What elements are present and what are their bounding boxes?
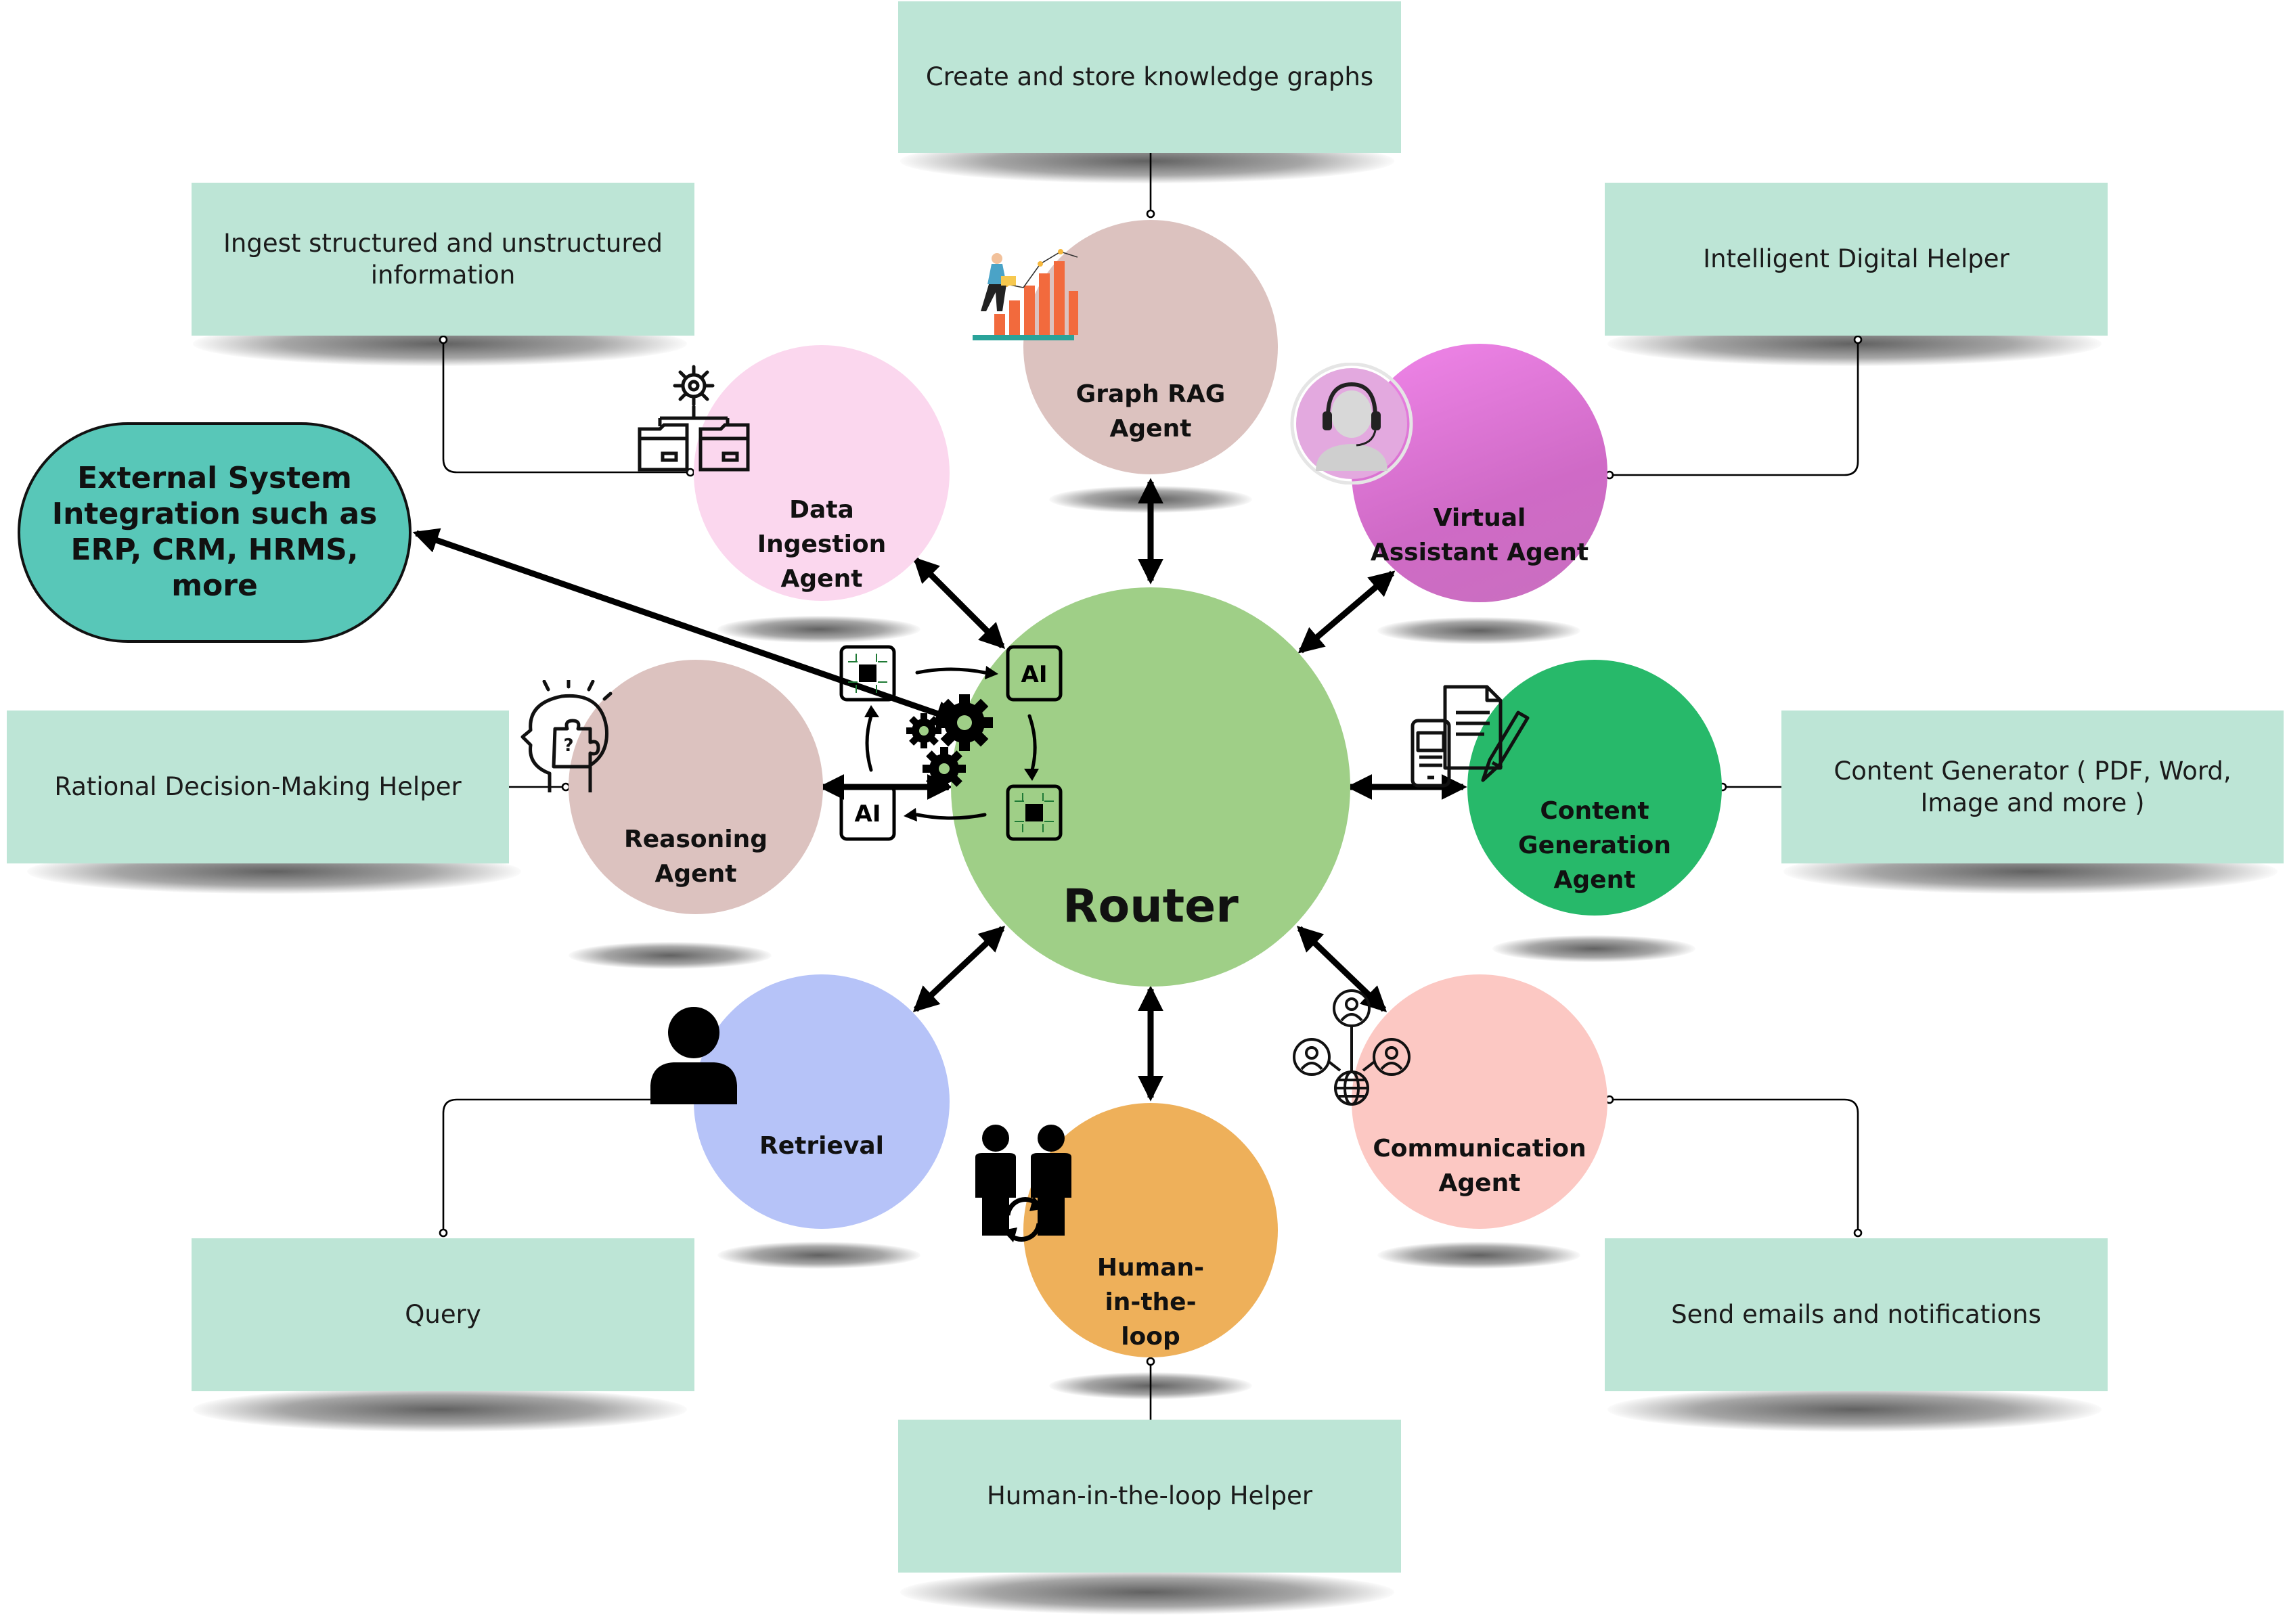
box-reasoning: Rational Decision-Making Helper bbox=[7, 710, 509, 863]
bar-chart-person-icon bbox=[973, 249, 1078, 340]
virtual-assistant-agent-label: Virtual Assistant Agent bbox=[1370, 504, 1589, 567]
box-virtual-assistant: Intelligent Digital Helper bbox=[1605, 183, 2108, 336]
box-shadow bbox=[1607, 1387, 2102, 1432]
retrieval-agent-label: Retrieval bbox=[759, 1132, 884, 1160]
graph-rag-agent-label: Graph RAG Agent bbox=[1075, 380, 1226, 443]
two-people-cycle-icon bbox=[975, 1125, 1071, 1242]
box-graph-rag: Create and store knowledge graphs bbox=[898, 1, 1401, 153]
content-generation-agent-node: Content Generation Agent bbox=[1411, 660, 1722, 916]
box-retrieval: Query bbox=[192, 1238, 694, 1391]
svg-text:?: ? bbox=[563, 736, 573, 756]
box-content-generation: Content Generator ( PDF, Word, Image and… bbox=[1781, 710, 2284, 863]
ai-chips-gears-icon: AI AI bbox=[839, 645, 1063, 841]
circle-shadow bbox=[1492, 935, 1695, 962]
connector-virtual-assistant bbox=[1609, 340, 1859, 476]
documents-pen-icon bbox=[1411, 685, 1530, 788]
arrow-router-external bbox=[412, 528, 962, 726]
human-in-the-loop-agent-label: Human-in-the-loop bbox=[1096, 1254, 1205, 1351]
router-chip-label-1: AI bbox=[1021, 661, 1048, 688]
reasoning-agent-label: Reasoning Agent bbox=[624, 826, 768, 888]
connector-retrieval bbox=[442, 1098, 692, 1233]
human-in-the-loop-agent-node: Human-in-the-loop bbox=[975, 1103, 1278, 1357]
person-icon bbox=[650, 1007, 737, 1104]
box-human-in-the-loop: Human-in-the-loop Helper bbox=[898, 1420, 1401, 1573]
communication-agent-label: Communication Agent bbox=[1373, 1135, 1586, 1198]
virtual-assistant-agent-node: Virtual Assistant Agent bbox=[1290, 344, 1607, 602]
router-chip-label-2: AI bbox=[855, 800, 881, 828]
external-system-node: External System Integration such as ERP,… bbox=[18, 422, 412, 643]
connector-data-ingestion bbox=[442, 340, 690, 474]
router-node: AI AI bbox=[839, 587, 1350, 987]
circle-shadow bbox=[1377, 617, 1580, 644]
router-label: Router bbox=[1063, 880, 1239, 933]
box-data-ingestion: Ingest structured and unstructured infor… bbox=[192, 183, 694, 336]
connector-communication bbox=[1609, 1098, 1859, 1233]
circle-shadow bbox=[569, 942, 772, 969]
gear-folders-icon bbox=[638, 365, 750, 472]
data-ingestion-agent-node: Data Ingestion Agent bbox=[638, 345, 950, 601]
network-people-globe-icon bbox=[1293, 989, 1411, 1106]
graph-rag-agent-node: Graph RAG Agent bbox=[973, 220, 1278, 474]
headset-avatar-icon bbox=[1290, 363, 1413, 484]
head-puzzle-icon: ? bbox=[520, 680, 613, 792]
box-shadow bbox=[900, 1570, 1394, 1615]
retrieval-agent-node: Retrieval bbox=[650, 974, 950, 1229]
arrow-router-retrieval bbox=[912, 926, 1006, 1012]
arrow-router-virtual-assistant bbox=[1297, 570, 1396, 654]
circle-shadow bbox=[1377, 1242, 1580, 1269]
box-shadow bbox=[193, 1387, 687, 1432]
arrow-router-communication bbox=[1296, 926, 1387, 1012]
box-communication: Send emails and notifications bbox=[1605, 1238, 2108, 1391]
reasoning-agent-node: ? Reasoning Agent bbox=[520, 660, 823, 914]
communication-agent-node: Communication Agent bbox=[1293, 974, 1607, 1229]
data-ingestion-agent-label: Data Ingestion Agent bbox=[757, 496, 887, 593]
content-generation-agent-label: Content Generation Agent bbox=[1518, 797, 1671, 895]
circle-shadow bbox=[717, 1242, 920, 1269]
